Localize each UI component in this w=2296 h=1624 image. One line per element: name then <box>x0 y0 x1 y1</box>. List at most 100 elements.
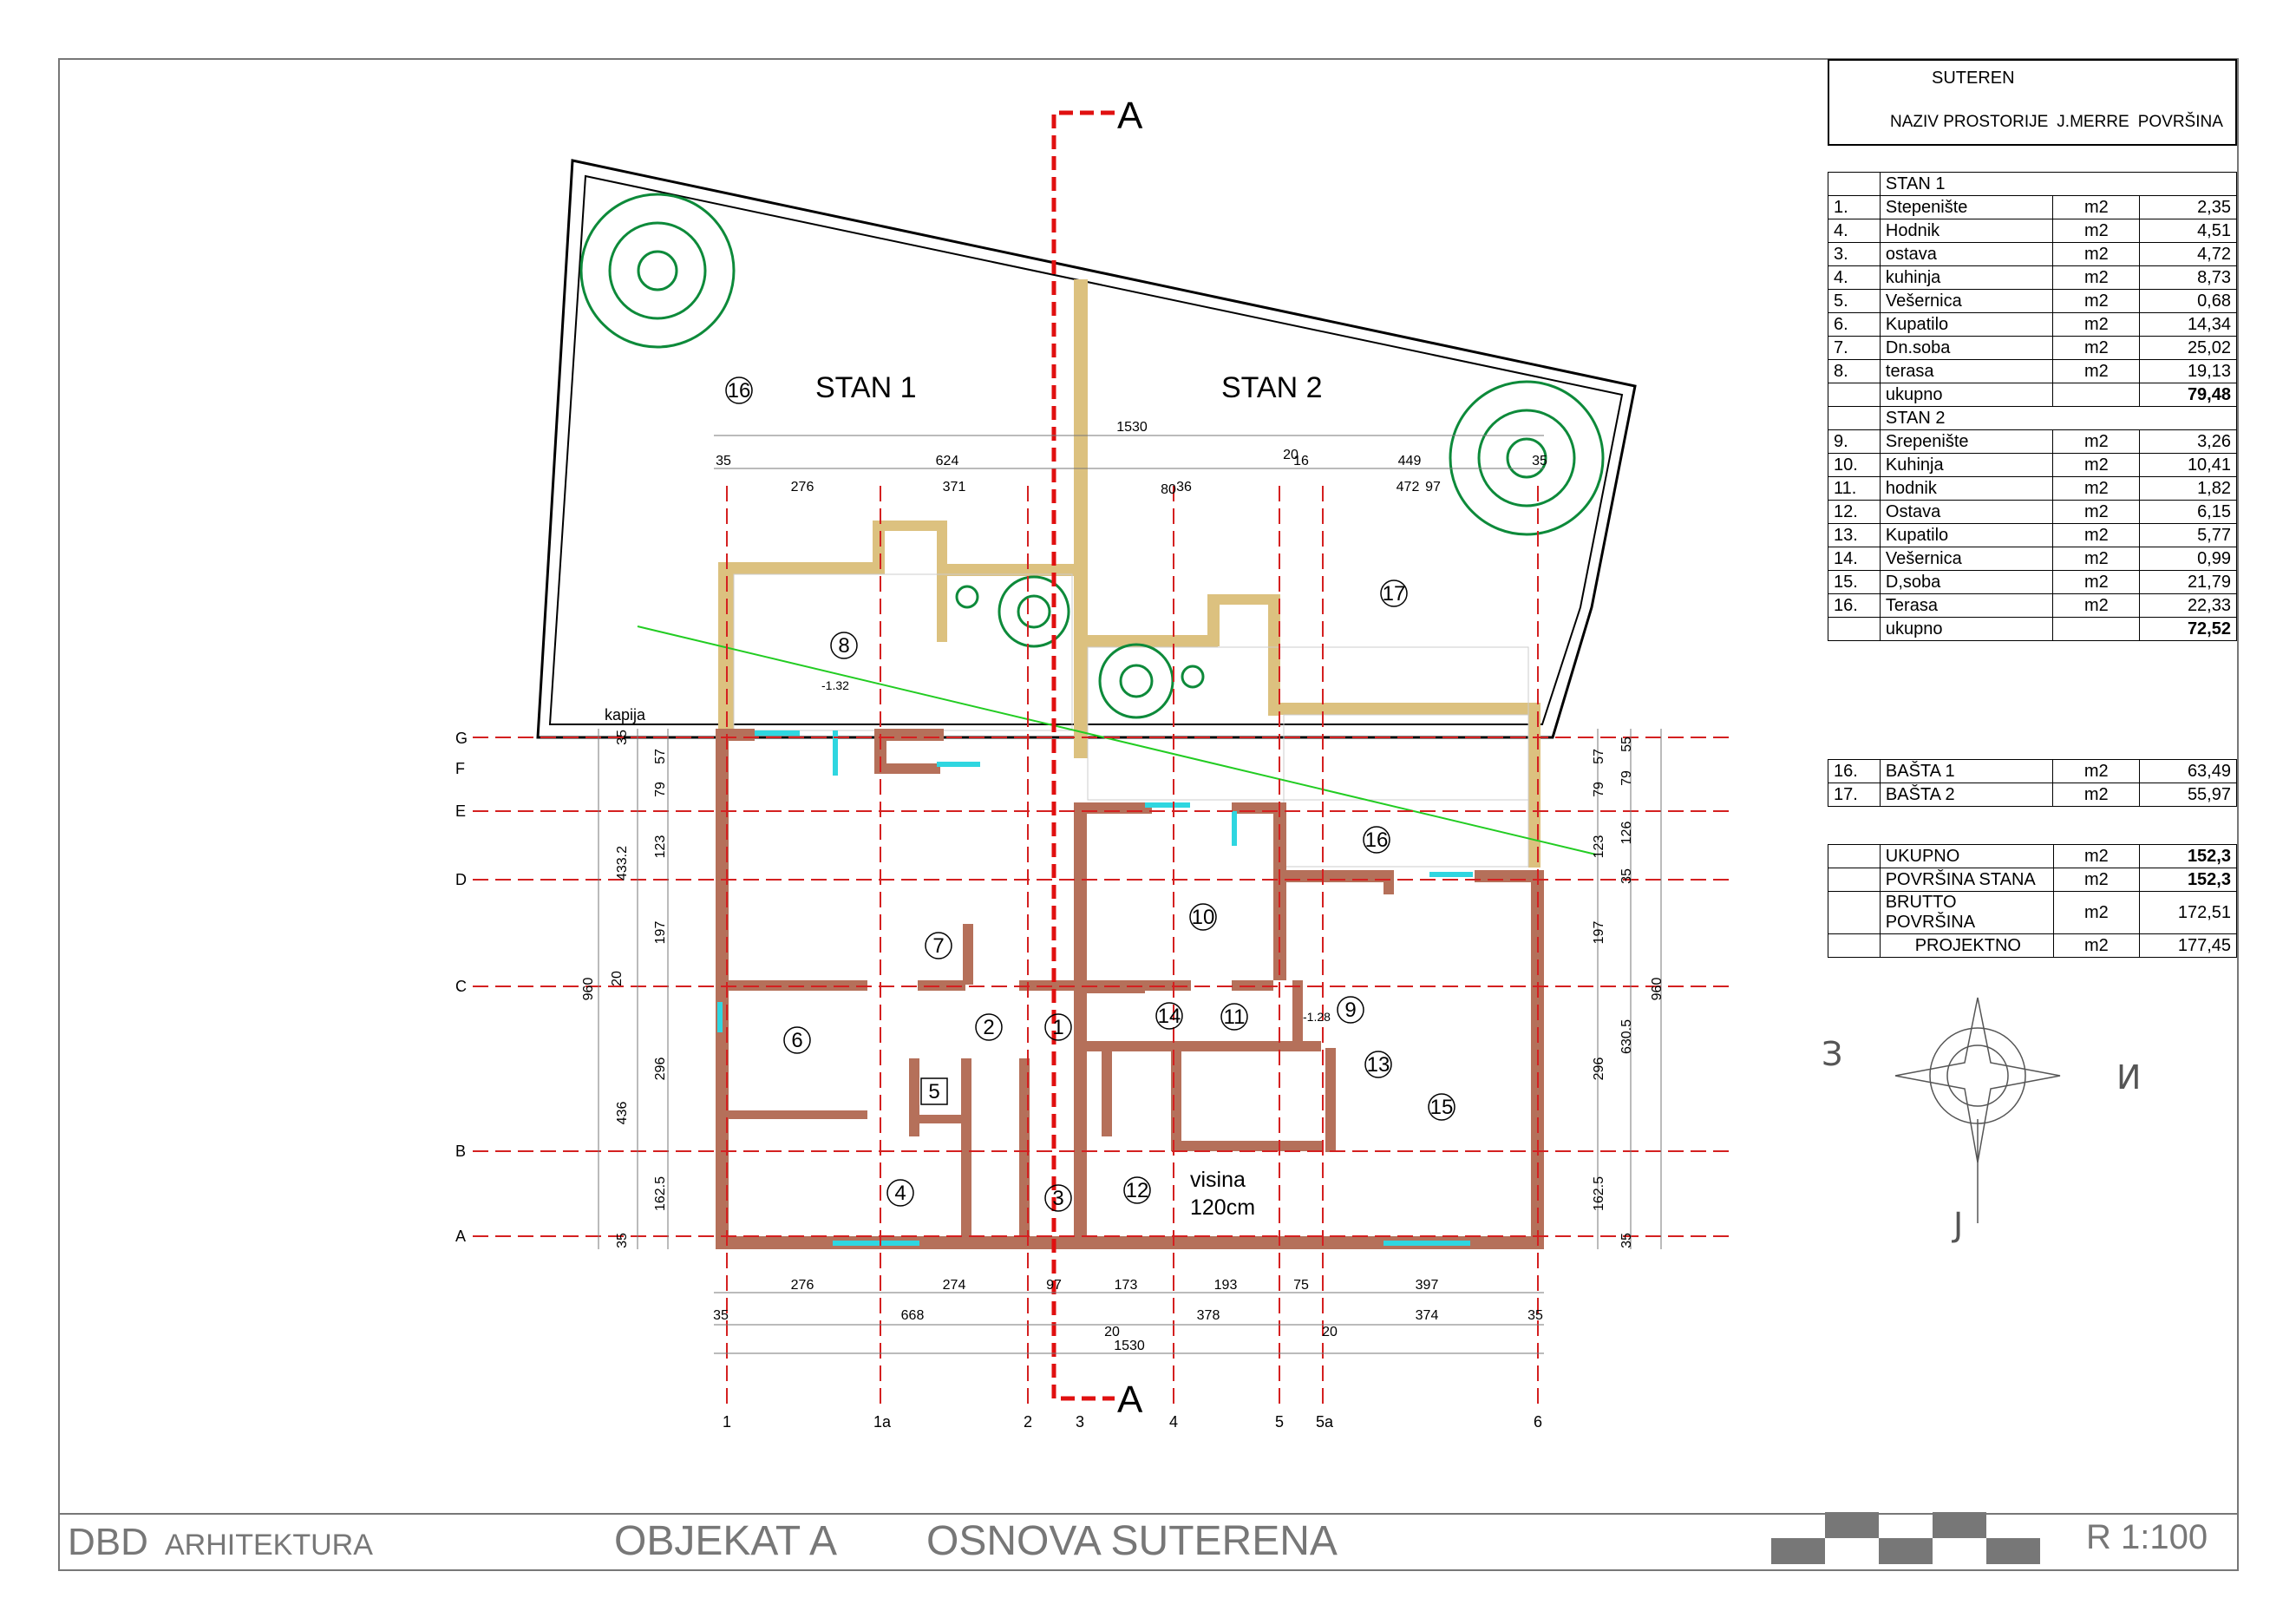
dimension-text: 35 <box>615 1233 630 1248</box>
dimension-lines <box>598 435 1662 1354</box>
table-cell: m2 <box>2052 523 2141 547</box>
room-numbers: 16 8 17 7 10 16 6 2 1 14 11 9 5 13 15 4 … <box>725 377 1455 1212</box>
gate-label: kapija <box>605 706 646 724</box>
table-cell: BRUTTO POVRŠINA <box>1879 891 2054 934</box>
room-number: 16 <box>728 379 751 403</box>
grid-row-label: G <box>455 730 468 747</box>
section-marker-top: A <box>1117 95 1143 137</box>
section-line-a <box>1051 110 1115 1401</box>
dimension-text: 433.2 <box>615 846 630 881</box>
dimension-text: 630.5 <box>1619 1019 1634 1054</box>
dimension-text: 197 <box>1592 921 1606 945</box>
table-cell: Hodnik <box>1879 219 2054 243</box>
grid-col-label: 6 <box>1534 1413 1542 1431</box>
grid-row-label: D <box>455 871 467 888</box>
dimension-text: 79 <box>1592 782 1606 797</box>
section-label: STAN 1 <box>1879 172 2238 196</box>
grid-col-label: 5a <box>1316 1413 1334 1431</box>
table-cell: Srepenište <box>1879 429 2054 454</box>
table-cell: m2 <box>2052 219 2141 243</box>
grid-col-label: 1 <box>723 1413 731 1431</box>
room-number: 10 <box>1192 906 1215 929</box>
table-cell: 5. <box>1828 289 1881 313</box>
table-cell: 0,99 <box>2139 547 2237 571</box>
table-cell: 14. <box>1828 547 1881 571</box>
table-cell: m2 <box>2052 547 2141 571</box>
table-cell: 16. <box>1828 759 1881 783</box>
table-cell: 4. <box>1828 219 1881 243</box>
dimension-text: 296 <box>653 1058 668 1081</box>
dimension-text: 123 <box>1592 835 1606 859</box>
top-dimensions: 1530 35 624 20 16 449 35 276 371 80 36 4… <box>716 420 1547 497</box>
grid-col-label: 1a <box>873 1413 892 1431</box>
terrain-slope-line <box>637 625 1597 855</box>
bottom-dimensions: 276 274 97 173 193 75 397 35 668 20 378 … <box>713 1278 1543 1353</box>
room-number: 17 <box>1383 582 1406 606</box>
dimension-text: 57 <box>653 749 668 764</box>
dimension-text: 197 <box>653 921 668 945</box>
height-note-line-1: visina <box>1190 1168 1246 1192</box>
room-number: 12 <box>1126 1179 1149 1202</box>
dimension-text: 16 <box>1293 454 1309 468</box>
plan-labels: STAN 1 STAN 2 kapija visina 120cm -1.32 … <box>605 371 1331 1220</box>
table-cell: 16. <box>1828 593 1881 618</box>
table-cell: ostava <box>1879 242 2054 266</box>
room-number: 5 <box>928 1080 939 1103</box>
table-cell: 10. <box>1828 453 1881 477</box>
compass-letters: З И Ј <box>1822 1035 2141 1244</box>
room-number: 4 <box>894 1182 906 1205</box>
table-cell: 3,26 <box>2139 429 2237 454</box>
dimension-text: 35 <box>1527 1308 1543 1323</box>
table-cell: m2 <box>2052 453 2141 477</box>
object-title: OBJEKAT A <box>614 1518 837 1564</box>
table-cell: m2 <box>2052 195 2141 219</box>
grid-col-label: 5 <box>1275 1413 1284 1431</box>
room-number: 15 <box>1430 1096 1454 1119</box>
table-cell: m2 <box>2052 359 2141 383</box>
table-cell: 7. <box>1828 336 1881 360</box>
section-marker-bottom: A <box>1117 1378 1143 1421</box>
table-cell: 72,52 <box>2139 617 2237 641</box>
table-cell: Dn.soba <box>1879 336 2054 360</box>
table-cell: 3. <box>1828 242 1881 266</box>
table-cell: m2 <box>2052 844 2141 868</box>
table-cell: 2,35 <box>2139 195 2237 219</box>
compass-letter-east: И <box>2116 1058 2141 1097</box>
height-note-line-2: 120cm <box>1190 1195 1255 1220</box>
table-cell: m2 <box>2052 759 2141 783</box>
dimension-text: 97 <box>1046 1278 1062 1293</box>
dimension-text: 36 <box>1176 480 1192 494</box>
table-cell: Stepenište <box>1879 195 2054 219</box>
header-name: NAZIV PROSTORIJE <box>1890 113 2049 131</box>
dimension-text: 57 <box>1592 749 1606 764</box>
table-cell: ukupno <box>1879 383 2054 407</box>
dimension-text: 162.5 <box>1592 1176 1606 1211</box>
garden-walls <box>718 279 1540 868</box>
table-cell: m2 <box>2052 783 2141 807</box>
table-cell: Terasa <box>1879 593 2054 618</box>
table-cell: 25,02 <box>2139 336 2237 360</box>
level-mark-2: -1.28 <box>1303 1010 1331 1024</box>
dimension-text: 960 <box>1650 978 1665 1001</box>
grid-col-label: 3 <box>1076 1413 1084 1431</box>
table-cell: 177,45 <box>2139 933 2237 958</box>
table-cell: m2 <box>2052 891 2141 934</box>
drawing-scale: R 1:100 <box>2086 1518 2208 1556</box>
table-cell: UKUPNO <box>1879 844 2054 868</box>
dimension-text: 276 <box>791 480 814 494</box>
dimension-text: 472 <box>1397 480 1420 494</box>
dimension-text: 35 <box>716 454 731 468</box>
firm-subtitle: ARHITEKTURA <box>165 1529 373 1562</box>
table-cell: 4,72 <box>2139 242 2237 266</box>
dimension-text: 75 <box>1293 1278 1309 1293</box>
